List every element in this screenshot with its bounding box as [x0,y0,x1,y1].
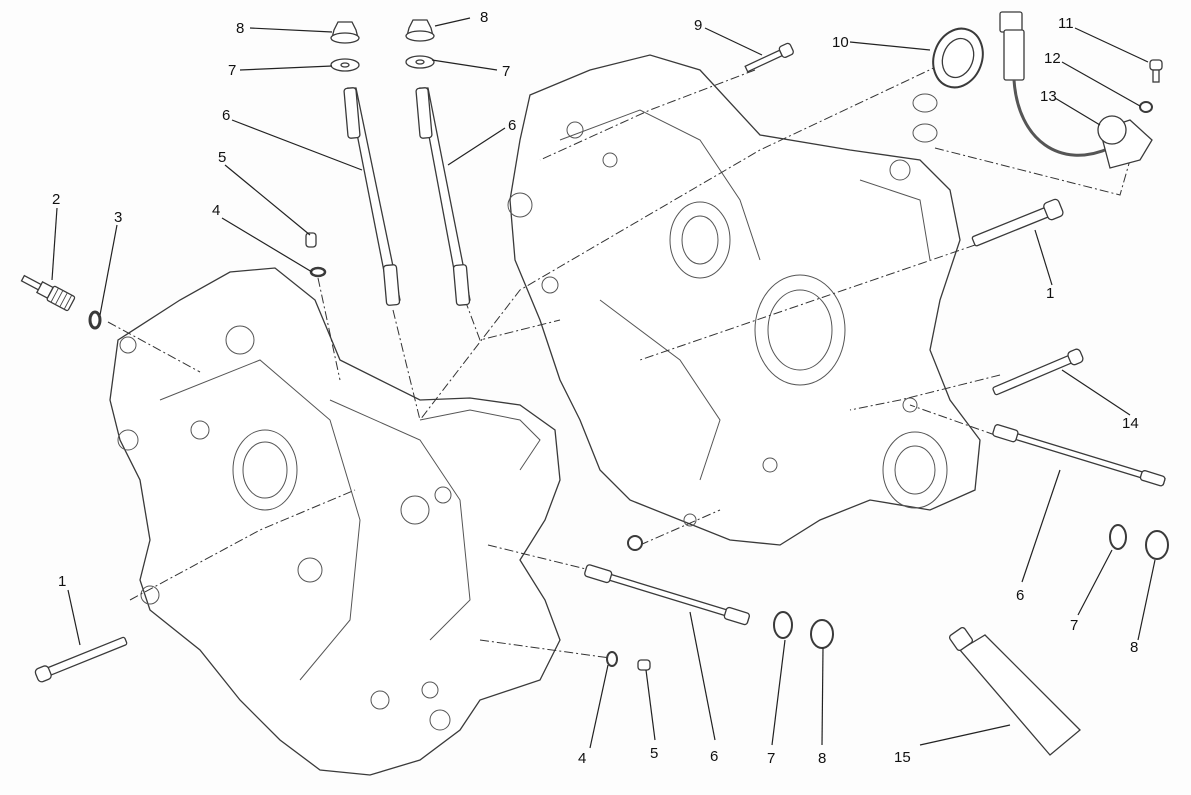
part-1-bolt-right [971,198,1064,247]
callout-13: 13 [1040,88,1057,105]
callout-8: 8 [236,20,244,37]
part-8-nut-right [1145,530,1169,560]
callout-8: 8 [1130,639,1138,656]
callout-7: 7 [1070,617,1078,634]
part-5-dowel-bottom [637,659,651,671]
callout-6: 6 [710,748,718,765]
callout-9: 9 [694,17,702,34]
part-stud-left-top [330,21,401,306]
part-5-dowel-top [305,232,317,248]
part-8-nut-bottom [810,619,834,649]
callout-1: 1 [1046,285,1054,302]
callout-7: 7 [502,63,510,80]
callout-7: 7 [228,62,236,79]
part-12-washer [1139,101,1153,113]
callout-8: 8 [818,750,826,767]
part-13-speed-sensor [999,11,1153,169]
callout-3: 3 [114,209,122,226]
callout-11: 11 [1058,15,1074,32]
assembly-axis-lines [107,64,1131,659]
callout-14: 14 [1122,415,1139,432]
left-crankcase-half [109,267,561,776]
callout-8: 8 [480,9,488,26]
part-14-bolt [992,348,1084,396]
callout-5: 5 [218,149,226,166]
callout-6: 6 [1016,587,1024,604]
callout-15: 15 [894,749,911,766]
part-stud-right-top [405,19,471,306]
part-2-sensor-plug [20,274,76,312]
part-10-oil-seal [912,27,984,143]
part-11-screw [1149,59,1163,83]
part-7-washer-bottom [773,611,793,639]
part-7-washer-right [1109,524,1127,550]
part-3-sealing-washer [88,310,102,330]
part-9-screw [744,42,794,73]
part-1-bolt-left [34,636,128,683]
part-4-o-ring-bottom [606,651,618,667]
callout-6: 6 [222,107,230,124]
callout-4: 4 [578,750,586,767]
callout-12: 12 [1044,50,1061,67]
callout-1: 1 [58,573,66,590]
part-4-o-ring-top [309,266,327,278]
callout-2: 2 [52,191,60,208]
callout-7: 7 [767,750,775,767]
callout-leaders [51,17,1156,749]
right-crankcase-half [507,54,981,546]
callout-6: 6 [508,117,516,134]
part-stud-right-side [992,424,1166,487]
part-stud-bottom [584,564,751,626]
part-o-ring-center [627,535,643,551]
callout-labels: 8 7 6 5 4 2 3 8 7 6 9 10 11 12 13 1 14 6… [52,9,1139,767]
callout-5: 5 [650,745,658,762]
part-15-sealant-tube [948,626,1081,756]
callout-4: 4 [212,202,220,219]
callout-10: 10 [832,34,849,51]
